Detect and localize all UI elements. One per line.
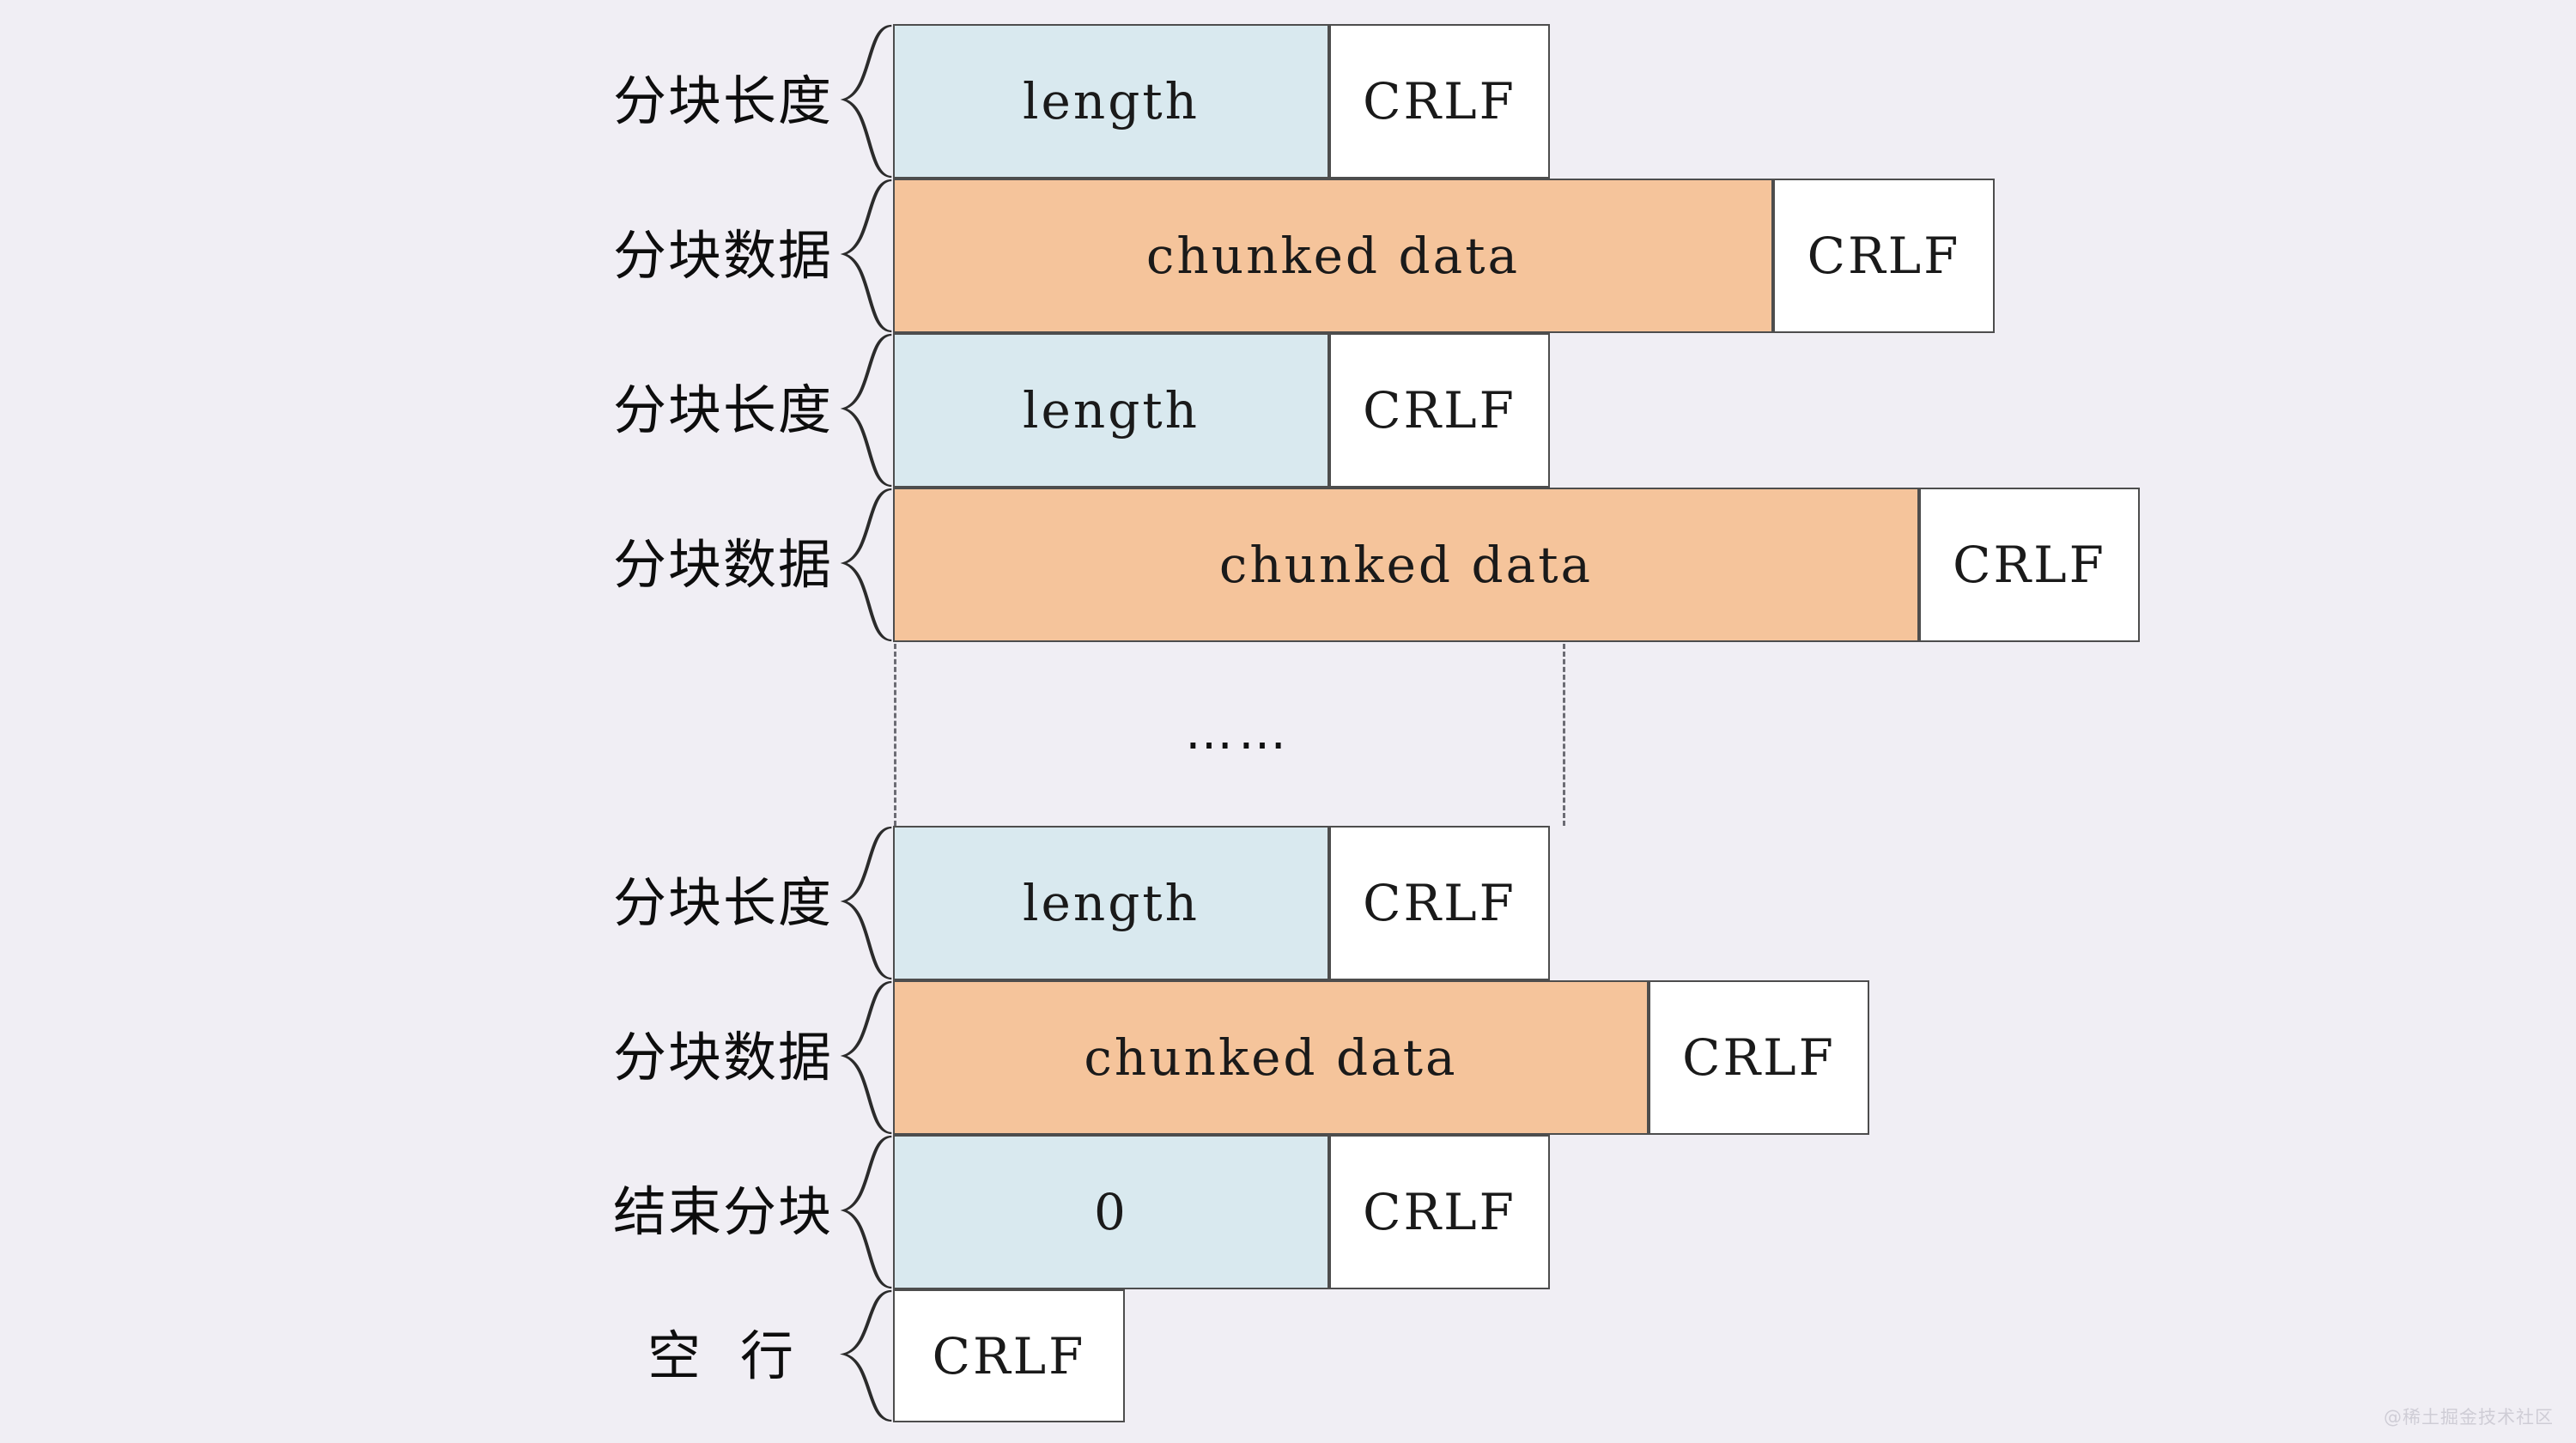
- cell-zero-length: 0: [893, 1135, 1329, 1289]
- brace-icon: [831, 1135, 895, 1289]
- continuation-line-right: [1563, 644, 1565, 826]
- diagram-row-chunk-length-2: 分块长度 length CRLF: [0, 333, 2576, 488]
- cell-crlf: CRLF: [1329, 333, 1550, 488]
- cell-crlf: CRLF: [1329, 826, 1550, 980]
- cell-chunked-data: chunked data: [893, 488, 1919, 642]
- cell-length: length: [893, 826, 1329, 980]
- diagram-row-chunk-data-3: 分块数据 chunked data CRLF: [0, 980, 2576, 1135]
- row-label-chunk-length-1: 分块长度: [612, 70, 833, 132]
- diagram-row-chunk-length-1: 分块长度 length CRLF: [0, 24, 2576, 179]
- row-label-blank-line: 空行: [647, 1324, 833, 1387]
- row-label-terminating-chunk: 结束分块: [612, 1180, 833, 1243]
- brace-icon: [831, 333, 895, 488]
- brace-icon: [831, 980, 895, 1135]
- cell-chunked-data: chunked data: [893, 179, 1773, 333]
- cell-crlf: CRLF: [1329, 24, 1550, 179]
- cell-crlf: CRLF: [1773, 179, 1995, 333]
- cell-crlf: CRLF: [1329, 1135, 1550, 1289]
- brace-icon: [831, 1289, 895, 1422]
- row-label-chunk-length-2: 分块长度: [612, 379, 833, 441]
- brace-icon: [831, 179, 895, 333]
- cell-length: length: [893, 24, 1329, 179]
- diagram-row-chunk-length-3: 分块长度 length CRLF: [0, 826, 2576, 980]
- row-label-chunk-data-1: 分块数据: [612, 224, 833, 287]
- row-label-chunk-length-3: 分块长度: [612, 871, 833, 934]
- cell-crlf: CRLF: [1649, 980, 1869, 1135]
- continuation-ellipsis: ……: [1185, 705, 1291, 761]
- brace-icon: [831, 826, 895, 980]
- diagram-row-chunk-data-2: 分块数据 chunked data CRLF: [0, 488, 2576, 642]
- diagram-row-blank-line: 空行 CRLF: [0, 1289, 2576, 1422]
- watermark: @稀土掘金技术社区: [2384, 1407, 2554, 1428]
- cell-chunked-data: chunked data: [893, 980, 1649, 1135]
- diagram-row-terminating-chunk: 结束分块 0 CRLF: [0, 1135, 2576, 1289]
- brace-icon: [831, 488, 895, 642]
- row-label-chunk-data-2: 分块数据: [612, 533, 833, 596]
- brace-icon: [831, 24, 895, 179]
- cell-crlf: CRLF: [893, 1289, 1125, 1422]
- diagram-row-chunk-data-1: 分块数据 chunked data CRLF: [0, 179, 2576, 333]
- cell-crlf: CRLF: [1919, 488, 2140, 642]
- continuation-line-left: [894, 644, 896, 826]
- row-label-chunk-data-3: 分块数据: [612, 1026, 833, 1088]
- cell-length: length: [893, 333, 1329, 488]
